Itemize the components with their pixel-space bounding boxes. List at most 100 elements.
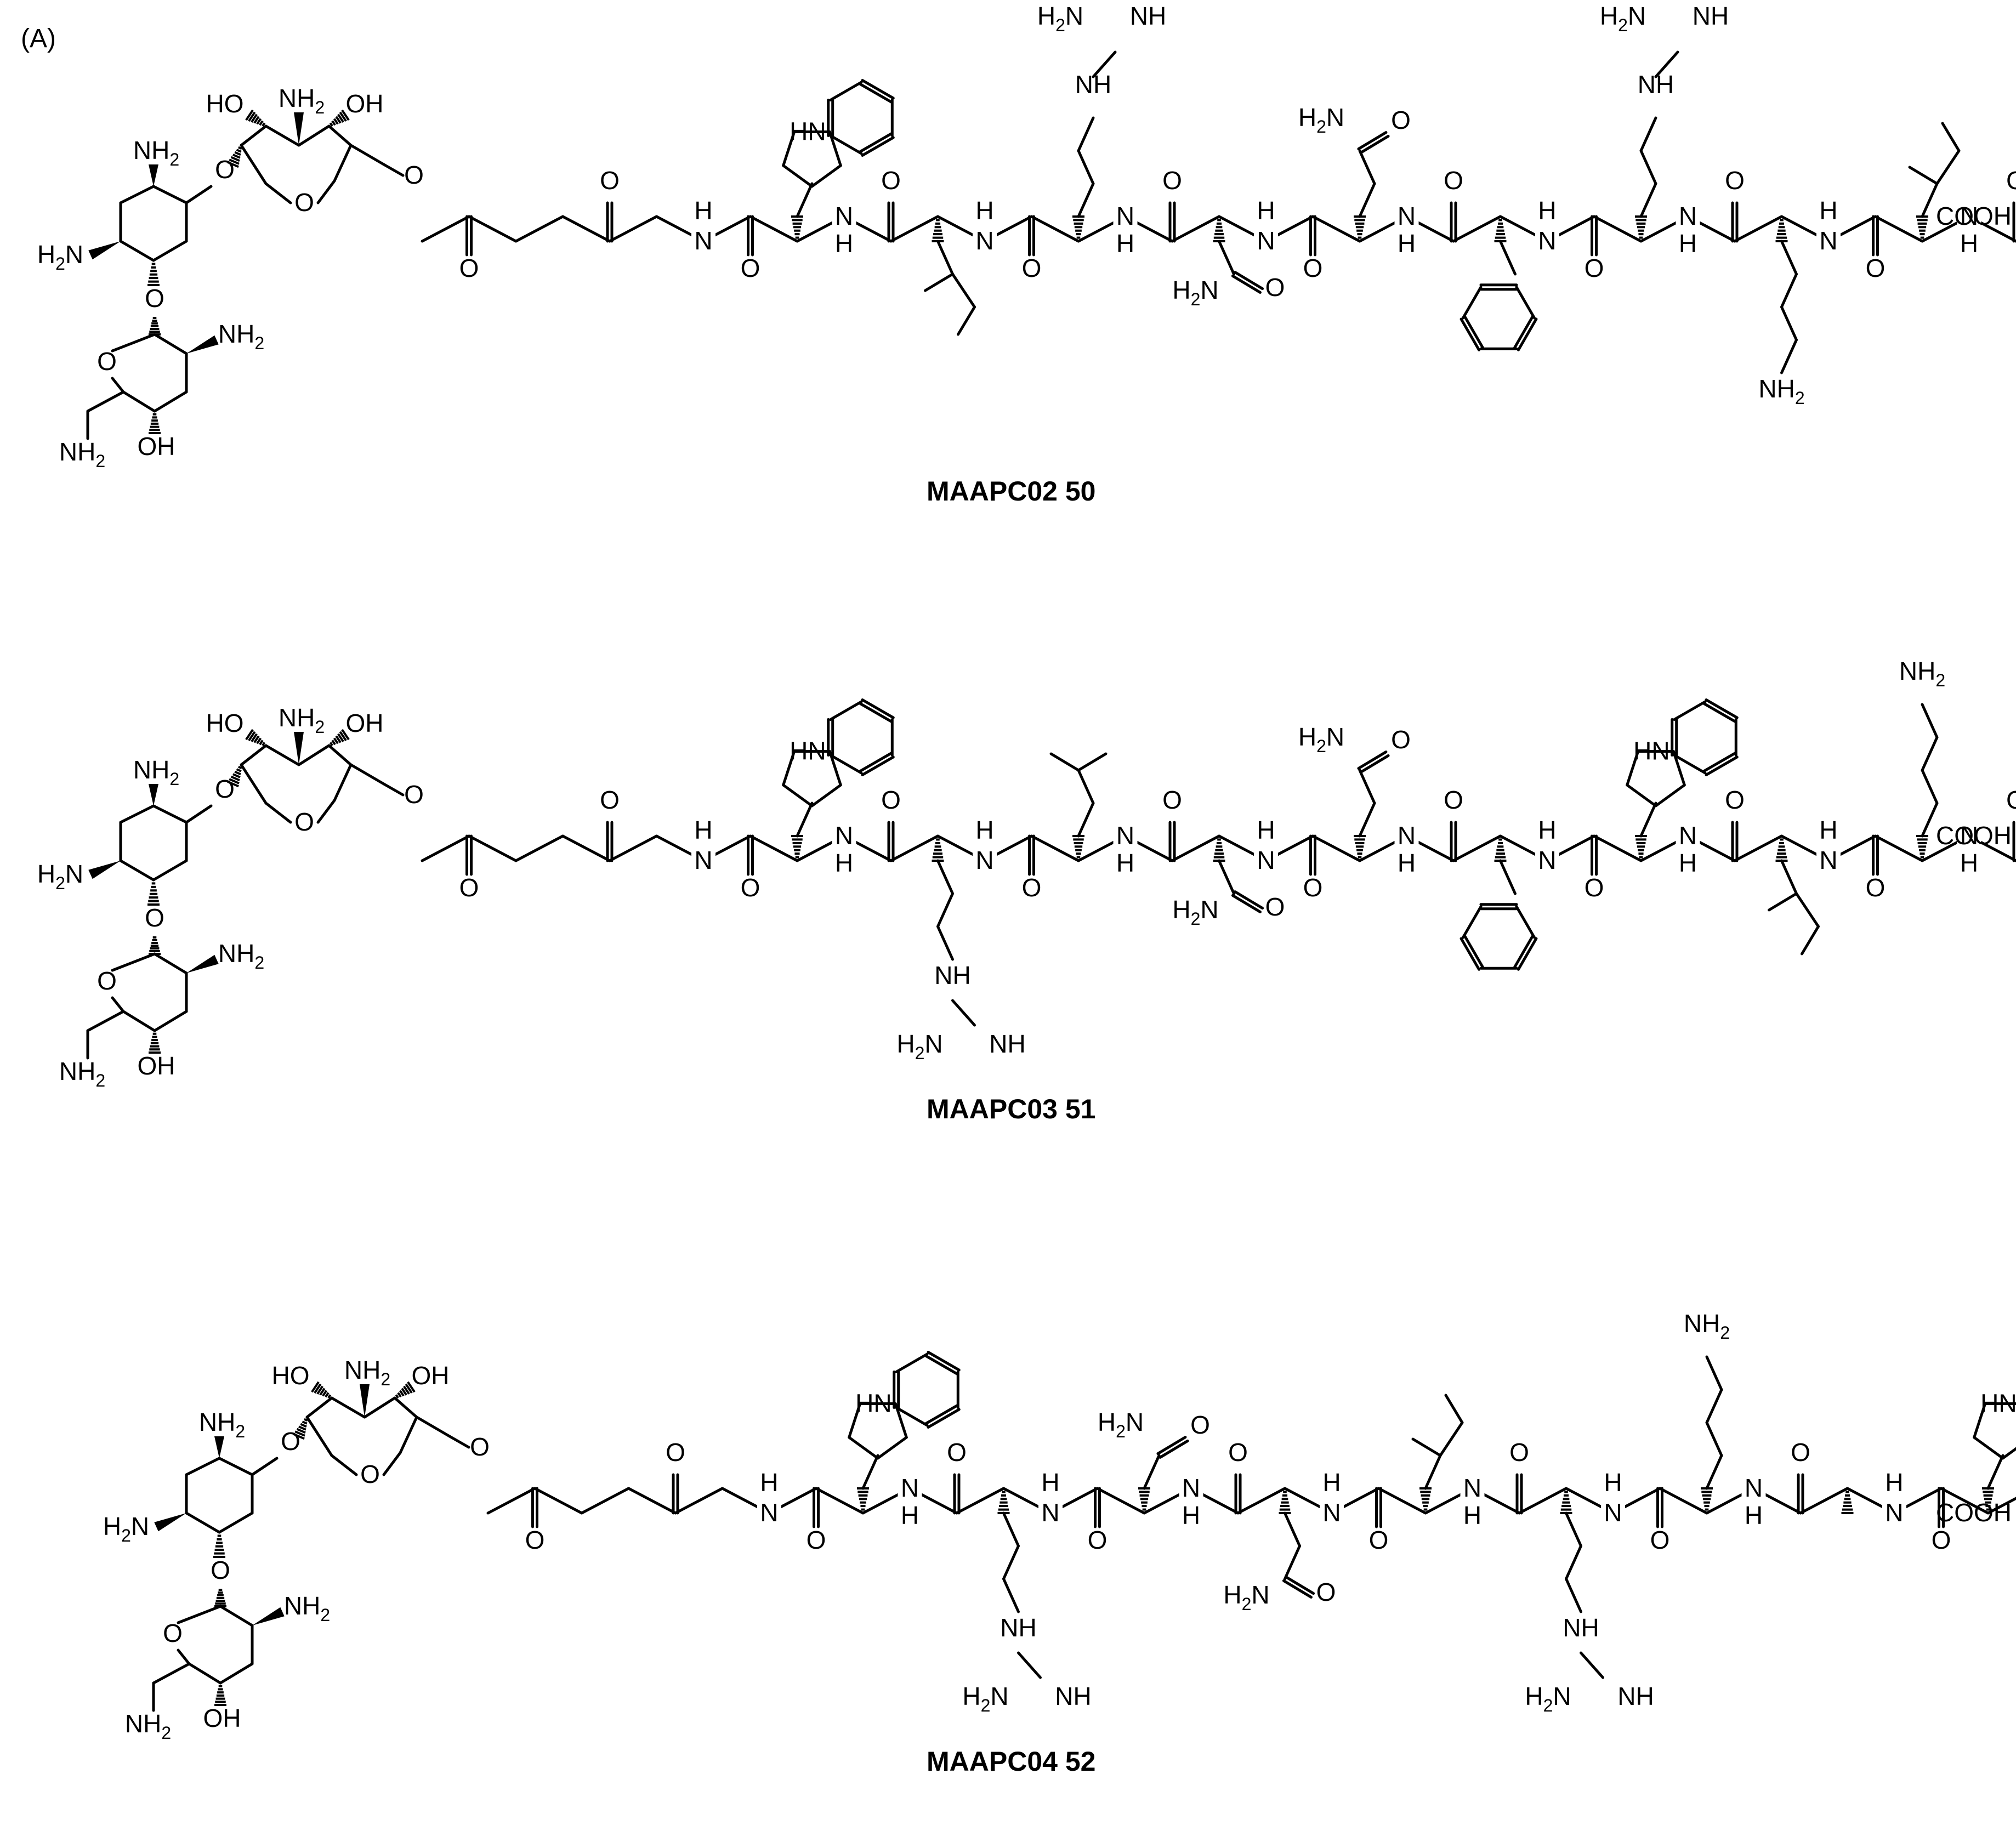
- bond: [878, 1437, 906, 1458]
- hashed-bond: [263, 742, 265, 745]
- guanidine-nh: NH: [1638, 70, 1674, 99]
- bond: [450, 1436, 469, 1447]
- bond: [925, 274, 953, 291]
- bond: [220, 1606, 252, 1625]
- hashed-bond: [396, 1395, 398, 1397]
- bond: [186, 806, 211, 822]
- bond: [1782, 241, 1797, 274]
- bond: [1379, 1488, 1426, 1513]
- carbonyl-oxygen: O: [459, 873, 479, 902]
- bond: [266, 126, 299, 145]
- bond: [1453, 217, 1501, 241]
- amide-nitrogen: N: [694, 846, 712, 874]
- amide-nitrogen: N: [760, 1498, 778, 1527]
- amide-nitrogen: N: [1538, 226, 1556, 255]
- bond: [121, 861, 154, 880]
- bond: [1876, 836, 1923, 861]
- bond: [155, 954, 186, 973]
- carboxylic-acid: COOH: [1936, 1498, 2012, 1527]
- bond: [849, 1437, 878, 1458]
- side-chain-ile: [925, 220, 975, 334]
- bond: [219, 1513, 252, 1532]
- bond: [891, 217, 938, 241]
- bond: [1922, 704, 1937, 737]
- ester-oxygen: O: [470, 1432, 490, 1461]
- amide-nitrogen: N: [835, 821, 853, 850]
- bond: [1802, 926, 1819, 954]
- bond: [488, 1488, 535, 1513]
- bond: [1627, 785, 1656, 806]
- bond: [1413, 1439, 1440, 1456]
- hydroxyl-group: OH: [346, 709, 384, 737]
- bond: [1446, 1395, 1462, 1423]
- lysine-amine: NH2: [1758, 374, 1804, 408]
- amino-group: NH2: [218, 320, 264, 353]
- bond: [318, 181, 334, 203]
- amide-amine: H2N: [1172, 895, 1218, 929]
- guanidine-nh: NH: [934, 961, 970, 990]
- hydroxyl-group: HO: [272, 1361, 310, 1390]
- ester-oxygen: O: [404, 780, 424, 809]
- bond: [1004, 1546, 1019, 1579]
- amide-hydrogen: H: [1679, 849, 1697, 877]
- wedge-bond: [149, 164, 158, 186]
- amino-group: NH2: [344, 1356, 390, 1389]
- bond: [332, 1456, 356, 1475]
- peptide-chain: OOOOOOOOOOOOOOONHNHNHNHNHNHNHNHNHNHNHNHN…: [422, 657, 2016, 1063]
- amide-hydrogen: H: [1745, 1501, 1763, 1530]
- bond: [88, 1011, 123, 1031]
- bond: [953, 1000, 975, 1025]
- bond: [1782, 274, 1797, 307]
- bond: [334, 765, 351, 800]
- hashed-bond: [237, 769, 241, 771]
- amide-nitrogen: N: [1116, 821, 1134, 850]
- lysine-amine: NH2: [1684, 1309, 1730, 1343]
- bond: [1078, 118, 1093, 151]
- bond: [1440, 1423, 1462, 1456]
- hashed-bond: [238, 147, 242, 149]
- bond: [469, 217, 516, 241]
- amino-group: NH2: [279, 703, 325, 737]
- bond: [1519, 1488, 1566, 1513]
- bond: [189, 1664, 220, 1683]
- amide-hydrogen: H: [1819, 816, 1837, 844]
- glycosidic-oxygen: O: [215, 775, 235, 803]
- carbonyl-oxygen: O: [600, 166, 620, 195]
- bond: [112, 954, 155, 970]
- hashed-bond: [303, 1422, 307, 1424]
- bond: [351, 145, 384, 164]
- side-chain-lys: NH2: [1758, 220, 1804, 408]
- bond: [1078, 770, 1093, 803]
- amino-group: NH2: [279, 84, 325, 117]
- carbonyl-oxygen: O: [459, 254, 479, 282]
- bond: [1922, 737, 1937, 770]
- amide-hydrogen: H: [760, 1468, 778, 1497]
- hashed-bond: [235, 152, 241, 155]
- hashed-bond: [330, 123, 332, 126]
- bond: [1501, 241, 1515, 274]
- bond: [123, 392, 155, 411]
- carbonyl-oxygen: O: [1725, 166, 1745, 195]
- guanidine-imine: NH: [1130, 2, 1166, 30]
- carbonyl-oxygen: O: [2006, 166, 2016, 195]
- wedge-bond: [214, 1436, 224, 1458]
- amide-hydrogen: H: [1538, 816, 1556, 844]
- amide-nitrogen: N: [1604, 1498, 1622, 1527]
- bond: [155, 1011, 186, 1031]
- carbonyl-oxygen: O: [666, 1438, 685, 1466]
- amide-nitrogen: N: [1679, 821, 1697, 850]
- peptide-chain: OOOOOOOOOOOOOOONHNHNHNHNHNHNHNHNHNHNHNHN…: [422, 2, 2016, 444]
- hydroxyl-group: HO: [206, 89, 244, 118]
- bond: [1660, 1488, 1707, 1513]
- bond: [1078, 151, 1093, 184]
- amide-nitrogen: N: [1463, 1474, 1481, 1502]
- carbonyl-oxygen: O: [1866, 254, 1886, 282]
- bond: [1219, 861, 1234, 894]
- carbonyl-oxygen: O: [2006, 786, 2016, 814]
- carboxylic-acid: COOH: [1936, 202, 2012, 230]
- bond: [1876, 217, 1923, 241]
- bond: [384, 1453, 400, 1475]
